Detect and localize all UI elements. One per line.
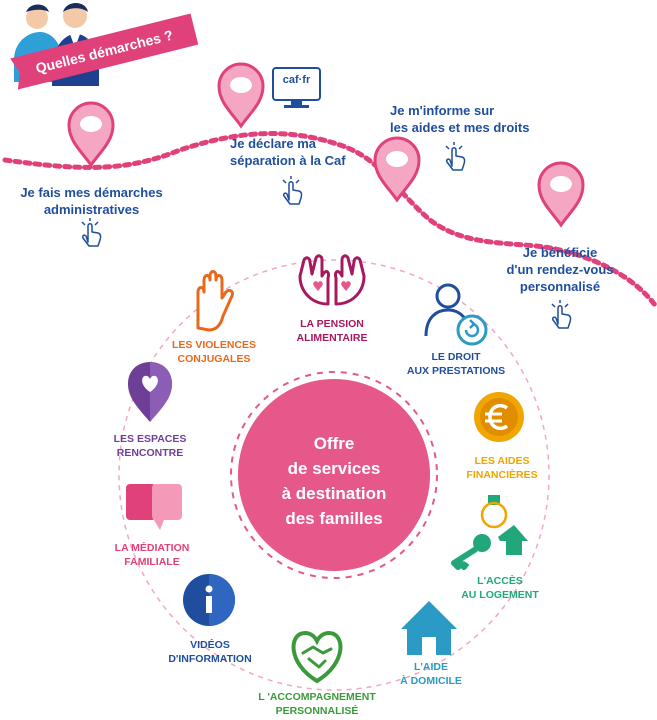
service-espaces-line1: LES ESPACES — [113, 433, 187, 445]
center-line4: des familles — [285, 509, 383, 528]
pointer-hand-icon — [551, 300, 572, 329]
journey-informe-label: Je m'informe sur les aides et mes droits — [390, 102, 529, 136]
service-mediation-line2: FAMILIALE — [124, 556, 180, 568]
journey-rdv-label: Je bénéficie d'un rendez-vous personnali… — [495, 244, 625, 295]
stop-hand-icon — [196, 270, 234, 332]
service-accompagnement-line2: PERSONNALISÉ — [275, 705, 359, 717]
journey-rdv-line3: personnalisé — [519, 279, 601, 294]
keys-icon — [451, 495, 528, 570]
pointer-hand-icon — [445, 142, 466, 171]
pin-separation-icon — [217, 62, 265, 129]
service-espaces-line2: RENCONTRE — [116, 447, 184, 459]
info-icon — [183, 574, 235, 626]
service-droit-line1: LE DROIT — [431, 351, 481, 363]
service-accompagnement-label: L 'ACCOMPAGNEMENT PERSONNALISÉ — [247, 690, 387, 718]
journey-demarches-line2: administratives — [43, 202, 140, 217]
journey-separation-line1: Je déclare ma — [230, 136, 317, 151]
journey-rdv-line1: Je bénéficie — [522, 245, 598, 260]
center-line2: de services — [287, 459, 381, 478]
service-logement-line2: AU LOGEMENT — [461, 589, 539, 601]
journey-demarches-label: Je fais mes démarches administratives — [14, 184, 169, 218]
service-mediation-line1: LA MÉDIATION — [114, 542, 190, 554]
service-aides-label: LES AIDES FINANCIÈRES — [450, 454, 554, 482]
services-ring — [118, 259, 550, 691]
journey-dotted-path — [2, 131, 657, 308]
service-videos-line2: D'INFORMATION — [168, 653, 252, 665]
service-videos-label: VIDÉOS D'INFORMATION — [156, 638, 264, 666]
house-icon — [401, 601, 457, 655]
heart-pin-icon — [128, 362, 172, 422]
hands-icon — [298, 254, 366, 306]
service-logement-label: L'ACCÈS AU LOGEMENT — [448, 574, 552, 602]
service-violences-line2: CONJUGALES — [177, 353, 251, 365]
center-ring — [230, 371, 438, 579]
journey-informe-line2: les aides et mes droits — [390, 120, 530, 135]
service-domicile-label: L'AIDE À DOMICILE — [386, 660, 476, 688]
service-pension-line2: ALIMENTAIRE — [296, 332, 368, 344]
caf-logo-text: caf·fr — [282, 74, 311, 86]
service-logement-line1: L'ACCÈS — [477, 575, 523, 587]
service-domicile-line2: À DOMICILE — [400, 675, 462, 687]
service-droit-line2: AUX PRESTATIONS — [406, 365, 506, 377]
journey-informe-line1: Je m'informe sur — [390, 103, 495, 118]
speech-bubbles-icon — [126, 484, 182, 530]
journey-separation-label: Je déclare ma séparation à la Caf — [230, 135, 346, 169]
journey-demarches-line1: Je fais mes démarches — [20, 185, 163, 200]
center-circle — [238, 379, 430, 571]
pointer-hand-icon — [282, 176, 303, 205]
euro-coin-icon — [474, 392, 524, 442]
service-violences-line1: LES VIOLENCES — [171, 339, 256, 351]
pin-rdv-icon — [537, 161, 585, 228]
heart-handshake-icon — [291, 630, 343, 684]
pin-informe-icon — [373, 136, 421, 203]
service-pension-line1: LA PENSION — [300, 318, 364, 330]
journey-rdv-line2: d'un rendez-vous — [506, 262, 614, 277]
center-title: Offre de services à destination des fami… — [236, 431, 432, 531]
center-line1: Offre — [313, 434, 355, 453]
service-accompagnement-line1: L 'ACCOMPAGNEMENT — [258, 691, 376, 703]
service-espaces-label: LES ESPACES RENCONTRE — [98, 432, 202, 460]
service-pension-label: LA PENSION ALIMENTAIRE — [277, 317, 387, 345]
journey-separation-line2: séparation à la Caf — [230, 153, 346, 168]
service-droit-label: LE DROIT AUX PRESTATIONS — [396, 350, 516, 378]
pin-demarches-icon — [67, 101, 115, 168]
service-aides-line1: LES AIDES — [474, 455, 530, 467]
banner-shape — [10, 13, 199, 90]
quelles-demarches-banner: Quelles démarches ? — [10, 12, 199, 92]
service-violences-label: LES VIOLENCES CONJUGALES — [162, 338, 266, 366]
service-mediation-label: LA MÉDIATION FAMILIALE — [100, 541, 204, 569]
center-line3: à destination — [281, 484, 387, 503]
service-domicile-line1: L'AIDE — [414, 661, 448, 673]
person-refresh-icon — [424, 283, 488, 346]
service-videos-line1: VIDÉOS — [190, 639, 230, 651]
service-aides-line2: FINANCIÈRES — [466, 469, 538, 481]
pointer-hand-icon — [81, 218, 102, 247]
caf-monitor-icon — [272, 67, 321, 108]
